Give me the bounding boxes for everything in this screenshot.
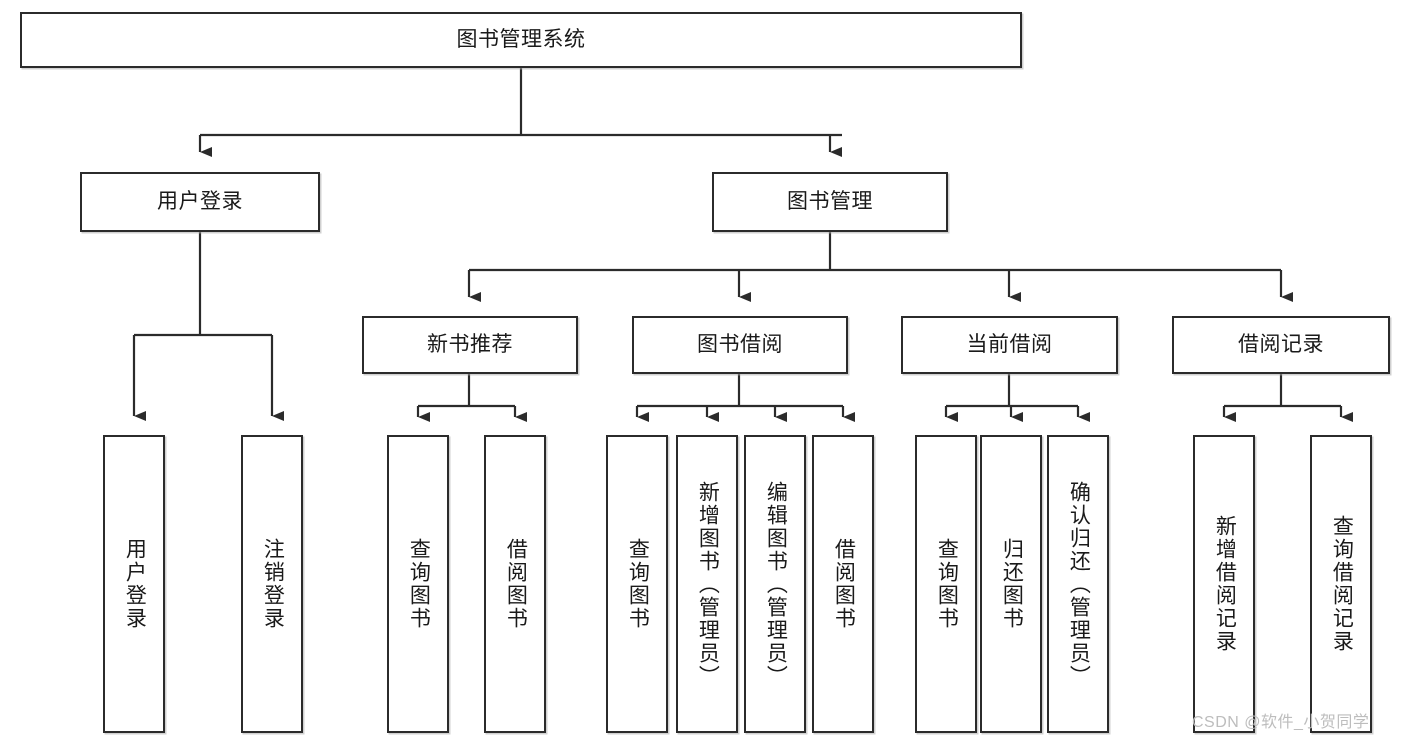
node-borrow-record[interactable]: 借阅记录	[1172, 316, 1390, 374]
node-leaf-borrow-book-rec[interactable]: 借阅图书	[484, 435, 546, 733]
node-label: 查询图书	[935, 538, 959, 630]
node-label: 用户登录	[157, 190, 243, 214]
node-label: 查询借阅记录	[1330, 515, 1354, 653]
node-label: 图书借阅	[697, 333, 783, 357]
edge-group-user-login-to-leaves	[132, 232, 284, 421]
node-leaf-add-record[interactable]: 新增借阅记录	[1193, 435, 1255, 733]
edge-group-new-book-recommend-to-leaves	[416, 374, 527, 422]
node-label: 借阅图书	[504, 538, 528, 630]
edge-group-book-manage-to-level3	[467, 232, 1293, 302]
edge-group-book-borrow-to-leaves	[635, 374, 855, 422]
node-label: 借阅图书	[832, 538, 856, 630]
node-leaf-edit-book[interactable]: 编辑图书（管理员）	[744, 435, 806, 733]
node-book-manage[interactable]: 图书管理	[712, 172, 948, 232]
node-leaf-add-book[interactable]: 新增图书（管理员）	[676, 435, 738, 733]
node-new-book-recommend[interactable]: 新书推荐	[362, 316, 578, 374]
node-leaf-query-record[interactable]: 查询借阅记录	[1310, 435, 1372, 733]
node-label: 新增图书（管理员）	[696, 480, 720, 688]
node-label: 用户登录	[123, 538, 147, 630]
node-leaf-return-book[interactable]: 归还图书	[980, 435, 1042, 733]
node-leaf-user-login[interactable]: 用户登录	[103, 435, 165, 733]
node-book-borrow[interactable]: 图书借阅	[632, 316, 848, 374]
node-label: 借阅记录	[1238, 333, 1324, 357]
node-leaf-borrow-book[interactable]: 借阅图书	[812, 435, 874, 733]
edge-group-borrow-record-to-leaves	[1222, 374, 1353, 422]
edge-group-root-to-level2	[198, 68, 842, 157]
node-label: 注销登录	[261, 538, 285, 630]
node-label: 归还图书	[1000, 538, 1024, 630]
node-label: 图书管理	[787, 190, 873, 214]
node-label: 新书推荐	[427, 333, 513, 357]
node-leaf-query-book-cur[interactable]: 查询图书	[915, 435, 977, 733]
node-label: 确认归还（管理员）	[1067, 480, 1091, 688]
node-label: 新增借阅记录	[1213, 515, 1237, 653]
node-leaf-user-logout[interactable]: 注销登录	[241, 435, 303, 733]
node-label: 查询图书	[407, 538, 431, 630]
node-leaf-query-book-borrow[interactable]: 查询图书	[606, 435, 668, 733]
edge-group-current-borrow-to-leaves	[944, 374, 1090, 422]
node-label: 当前借阅	[966, 333, 1053, 357]
node-label: 编辑图书（管理员）	[764, 480, 788, 688]
node-current-borrow[interactable]: 当前借阅	[901, 316, 1118, 374]
node-leaf-query-book-rec[interactable]: 查询图书	[387, 435, 449, 733]
node-user-login[interactable]: 用户登录	[80, 172, 320, 232]
node-root-图书管理系统[interactable]: 图书管理系统	[20, 12, 1022, 68]
node-leaf-confirm-return[interactable]: 确认归还（管理员）	[1047, 435, 1109, 733]
node-label: 图书管理系统	[456, 28, 586, 52]
node-label: 查询图书	[626, 538, 650, 630]
